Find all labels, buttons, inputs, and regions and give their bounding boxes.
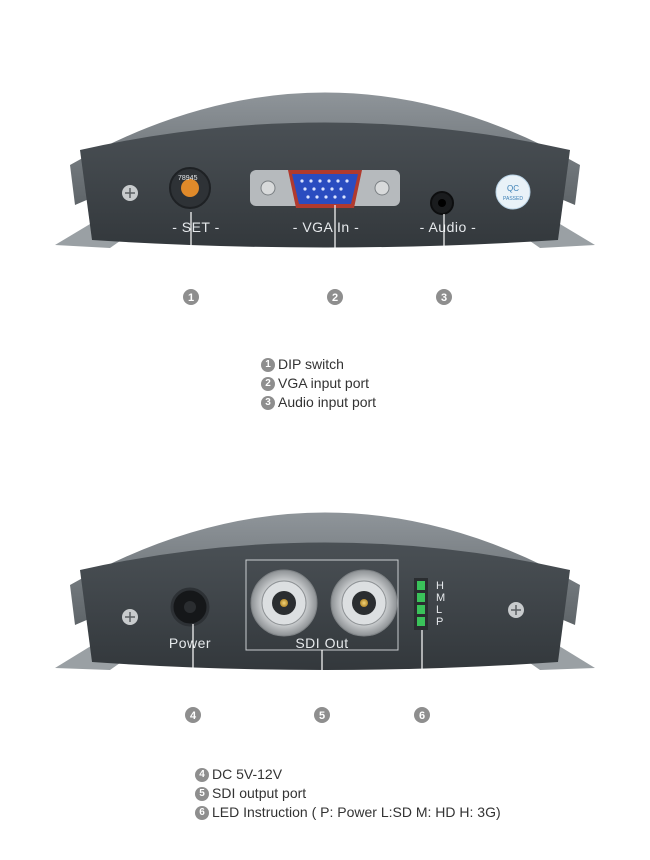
- led-m: [417, 593, 425, 602]
- screw-right-2-slot: [511, 605, 521, 615]
- dip-digits: 78945: [178, 175, 198, 182]
- vga-screw-right: [374, 180, 390, 196]
- legend-num-2: 2: [261, 376, 275, 391]
- label-power: Power: [169, 635, 211, 651]
- led-letter-h: H: [436, 580, 444, 592]
- legend-top: 1 DIP switch 2 VGA input port 3 Audio in…: [261, 355, 376, 412]
- label-audio: - Audio -: [420, 219, 477, 235]
- legend-num-6: 6: [195, 805, 209, 820]
- legend-num-5: 5: [195, 786, 209, 801]
- callout-circle-6: [414, 707, 430, 723]
- back-panel: [80, 542, 570, 670]
- label-vga-in: - VGA In -: [293, 219, 359, 235]
- led-letter-l: L: [436, 604, 442, 616]
- legend-item-2: 2 VGA input port: [261, 374, 376, 393]
- legend-text-1: DIP switch: [278, 356, 344, 372]
- vga-screw-left: [260, 180, 276, 196]
- legend-bottom: 4 DC 5V-12V 5 SDI output port 6 LED Inst…: [195, 765, 501, 822]
- bottom-callout-lines: [192, 624, 423, 706]
- label-set: - SET -: [172, 219, 220, 235]
- audio-jack-hole: [438, 199, 446, 207]
- led-letter-p: P: [436, 616, 443, 628]
- sdi-port-2-pin: [360, 599, 368, 607]
- vga-pins: [300, 179, 349, 199]
- legend-num-1: 1: [261, 357, 275, 372]
- callout-circle-3: [436, 289, 452, 305]
- legend-text-2: VGA input port: [278, 375, 370, 391]
- qc-sticker-line2: PASSED: [503, 196, 523, 202]
- callout-3: 3: [441, 292, 447, 304]
- top-device: 78945 QC PASSED - SET - - VGA In - - Aud…: [55, 92, 595, 248]
- callout-circle-5: [314, 707, 330, 723]
- bottom-device: Power SDI Out H M L P: [55, 512, 595, 670]
- led-p: [417, 617, 425, 626]
- qc-sticker-line1: QC: [507, 184, 519, 193]
- legend-num-3: 3: [261, 395, 275, 410]
- sdi-port-1-pin: [280, 599, 288, 607]
- legend-item-1: 1 DIP switch: [261, 355, 376, 374]
- legend-text-5: SDI output port: [212, 785, 307, 801]
- callout-5: 5: [319, 710, 325, 722]
- callout-1: 1: [188, 292, 194, 304]
- led-l: [417, 605, 425, 614]
- legend-item-3: 3 Audio input port: [261, 393, 376, 412]
- top-callout-lines: [190, 205, 445, 288]
- legend-text-4: DC 5V-12V: [212, 766, 283, 782]
- screw-left-2-slot: [125, 612, 135, 622]
- legend-num-4: 4: [195, 767, 209, 782]
- callout-circle-2: [327, 289, 343, 305]
- dip-switch-knob: [181, 179, 199, 197]
- led-h: [417, 581, 425, 590]
- legend-item-6: 6 LED Instruction ( P: Power L:SD M: HD …: [195, 803, 501, 822]
- vga-input-port: [292, 174, 358, 204]
- power-jack-pin: [184, 601, 196, 613]
- callout-circle-1: [183, 289, 199, 305]
- callout-4: 4: [190, 710, 197, 722]
- top-callouts: 1 2 3: [183, 289, 452, 305]
- legend-item-5: 5 SDI output port: [195, 784, 501, 803]
- led-letter-m: M: [436, 592, 445, 604]
- legend-text-3: Audio input port: [278, 394, 377, 410]
- callout-circle-4: [185, 707, 201, 723]
- callout-6: 6: [419, 710, 425, 722]
- legend-item-4: 4 DC 5V-12V: [195, 765, 501, 784]
- callout-2: 2: [332, 292, 338, 304]
- bottom-callouts: 4 5 6: [185, 707, 430, 723]
- legend-text-6: LED Instruction ( P: Power L:SD M: HD H:…: [212, 804, 501, 820]
- qc-sticker: [495, 174, 531, 210]
- label-sdi-out: SDI Out: [295, 635, 348, 651]
- screw-left-slot: [125, 188, 135, 198]
